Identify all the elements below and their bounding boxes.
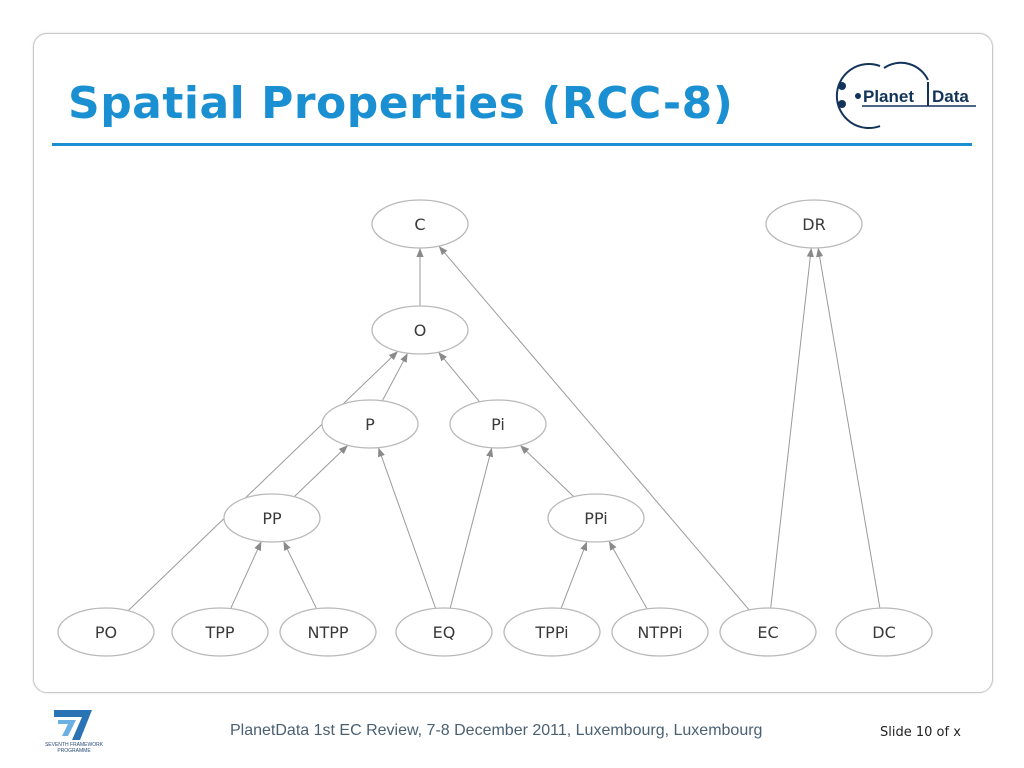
- node-label: EQ: [433, 623, 456, 642]
- edge-eq-to-pi: [449, 447, 494, 609]
- slide-number: Slide 10 of x: [880, 725, 961, 740]
- node-shape: [57, 607, 155, 657]
- node-shape: [449, 399, 547, 449]
- planetdata-logo: Planet Data: [835, 61, 976, 129]
- node-o: O: [371, 305, 469, 355]
- node-label: Pi: [491, 415, 505, 434]
- node-label: DR: [802, 215, 825, 234]
- node-label: DC: [872, 623, 896, 642]
- node-po: PO: [57, 607, 155, 657]
- node-shape: [719, 607, 817, 657]
- fp7-seven-icon: [54, 710, 92, 740]
- node-shape: [547, 493, 645, 543]
- node-label: PPi: [584, 509, 607, 528]
- node-ec: EC: [719, 607, 817, 657]
- node-shape: [279, 607, 377, 657]
- node-pp: PP: [223, 493, 321, 543]
- node-label: P: [365, 415, 375, 434]
- node-pi: Pi: [449, 399, 547, 449]
- node-label: NTPPi: [637, 623, 682, 642]
- edge-dc-to-dr: [816, 247, 881, 609]
- node-shape: [835, 607, 933, 657]
- fp7-seven-icon: [58, 720, 76, 736]
- edge-po-to-o: [127, 350, 399, 612]
- node-p: P: [321, 399, 419, 449]
- node-ntpp: NTPP: [279, 607, 377, 657]
- node-shape: [223, 493, 321, 543]
- logo-dot-icon: [855, 93, 861, 99]
- fp7-logo: SEVENTH FRAMEWORK PROGRAMME: [45, 710, 104, 754]
- edge-ntpp-to-pp: [283, 541, 317, 609]
- node-label: TPPi: [534, 623, 568, 642]
- node-c: C: [371, 199, 469, 249]
- edge-ec-to-c: [438, 245, 750, 611]
- edge-tpp-to-pp: [230, 541, 262, 609]
- node-label: C: [414, 215, 425, 234]
- node-eq: EQ: [395, 607, 493, 657]
- logo-orbit-icon: [835, 63, 881, 129]
- fp7-caption-line2: PROGRAMME: [57, 748, 91, 754]
- title-underline: [52, 143, 972, 146]
- logo-dot-icon: [838, 100, 846, 108]
- edge-ppi-to-pi: [519, 444, 575, 498]
- edge-pi-to-o: [438, 351, 480, 403]
- node-shape: [765, 199, 863, 249]
- slide-title: Spatial Properties (RCC-8): [68, 78, 734, 129]
- fp7-caption-line1: SEVENTH FRAMEWORK: [45, 742, 104, 748]
- node-label: TPP: [204, 623, 234, 642]
- edge-p-to-o: [381, 352, 409, 402]
- node-dr: DR: [765, 199, 863, 249]
- node-shape: [611, 607, 709, 657]
- edge-ntppi-to-ppi: [608, 540, 648, 610]
- edge-eq-to-p: [377, 447, 437, 609]
- node-shape: [371, 199, 469, 249]
- node-shape: [503, 607, 601, 657]
- node-label: O: [414, 321, 427, 340]
- edge-ec-to-dr: [770, 247, 814, 609]
- node-shape: [395, 607, 493, 657]
- node-shape: [321, 399, 419, 449]
- logo-orbit-icon: [883, 61, 929, 81]
- footer-event: PlanetData 1st EC Review, 7-8 December 2…: [230, 722, 763, 739]
- node-shape: [171, 607, 269, 657]
- node-ntppi: NTPPi: [611, 607, 709, 657]
- node-tpp: TPP: [171, 607, 269, 657]
- edge-tppi-to-ppi: [560, 541, 588, 609]
- node-label: PO: [95, 623, 117, 642]
- node-tppi: TPPi: [503, 607, 601, 657]
- node-label: NTPP: [307, 623, 348, 642]
- node-label: EC: [757, 623, 778, 642]
- logo-word-planet: Planet: [863, 87, 914, 106]
- logo-word-data: Data: [932, 87, 969, 106]
- diagram-edges: [127, 245, 881, 612]
- edge-pp-to-p: [293, 444, 349, 498]
- node-dc: DC: [835, 607, 933, 657]
- node-shape: [371, 305, 469, 355]
- node-label: PP: [262, 509, 282, 528]
- node-ppi: PPi: [547, 493, 645, 543]
